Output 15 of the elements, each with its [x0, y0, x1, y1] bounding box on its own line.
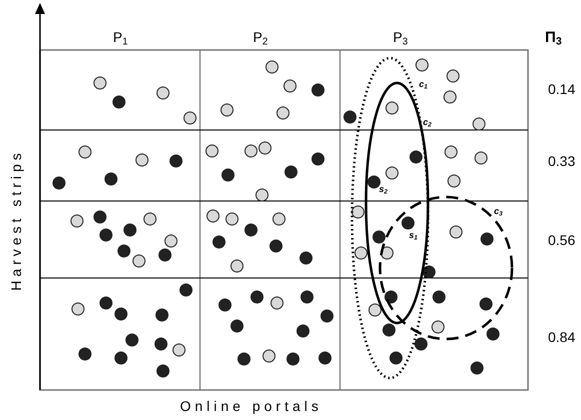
- point-label: s$_{1}$: [409, 231, 418, 242]
- column-header: P$_{3}$: [393, 30, 408, 48]
- row-value: 0.84: [548, 330, 576, 344]
- row-value: 0.33: [548, 154, 576, 168]
- axis-title: Harvest strips: [9, 149, 23, 291]
- column-header: P$_{2}$: [253, 30, 268, 48]
- column-header: P$_{1}$: [113, 30, 128, 48]
- row-value: 0.14: [548, 82, 576, 96]
- curve-label: c$_{2}$: [423, 118, 432, 129]
- curve-label: c$_{3}$: [494, 207, 503, 218]
- curve-label: c$_{1}$: [419, 80, 428, 91]
- axis-title: Online portals: [180, 399, 322, 413]
- column-header: Π$_{3}$: [545, 30, 562, 48]
- row-value: 0.56: [548, 233, 576, 247]
- point-label: s$_{2}$: [379, 185, 388, 196]
